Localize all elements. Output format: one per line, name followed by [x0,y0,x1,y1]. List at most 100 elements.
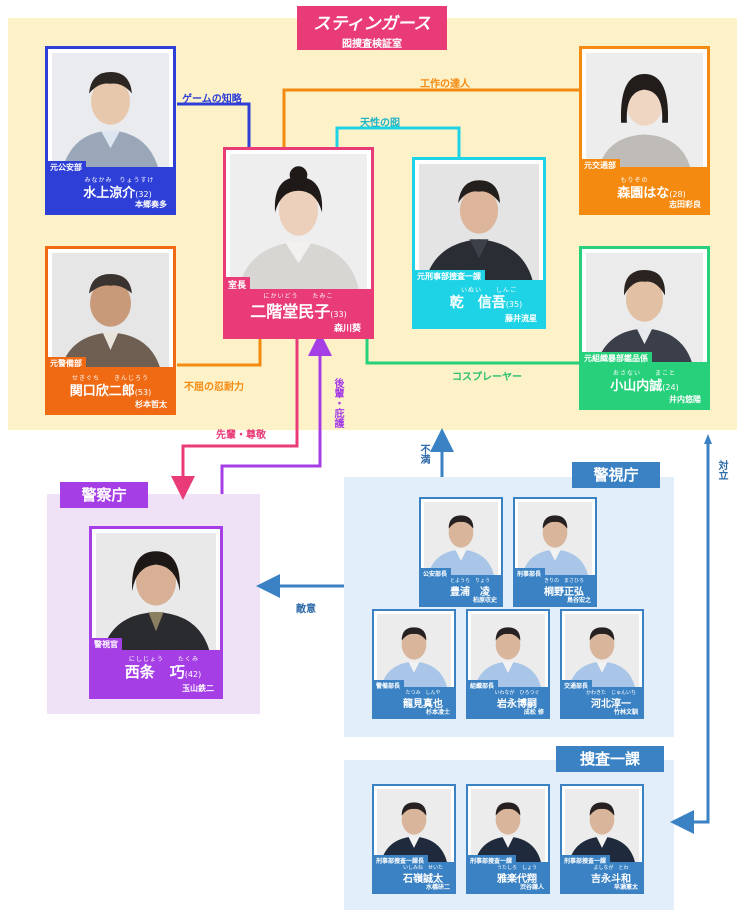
actor: 渋谷謙人 [519,884,544,891]
stingers-subtitle: 囮捜査検証室 [342,39,402,50]
label-fukutsu: 不屈の忍耐力 [184,382,244,393]
keishicho-title: 警視庁 [572,462,660,488]
photo [96,533,216,657]
photo [565,614,639,690]
actor: 玉山鉄二 [182,684,214,693]
name: 水上涼介(32) [83,186,152,201]
namebar: 室長 にかいどう たみこ 二階堂民子(33) 森川葵 [226,277,371,336]
name: 小山内誠(24) [610,379,679,394]
name: 桐野正弘 [544,587,584,598]
card-nikaido: 室長 にかいどう たみこ 二階堂民子(33) 森川葵 [223,147,374,339]
photo [419,164,539,286]
card-iwanaga: 組織部長 いわなが ひろつぐ 岩永博嗣 成松 修 [466,609,550,719]
card-tatsumi: 警備部長 たつみ しんや 龍見真也 杉本凌士 [372,609,456,719]
role-badge: 元警備部 [48,357,86,370]
namebar: 元組織暴部鑑品係 おさない まこと 小山内誠(24) 井内悠陽 [582,352,707,407]
name: 雅楽代翔 [497,874,537,885]
photo [565,789,639,865]
photo [586,253,703,368]
photo [424,502,498,578]
ruby: みなかみ りょうすけ [84,177,155,184]
namebar: 刑事部捜査一課 うたしろ しょう 雅楽代翔 渋谷謙人 [468,855,548,892]
role-badge: 警視官 [92,638,122,651]
namebar: 交通部長 かわきた じゅんいち 河北淳一 竹林文馴 [562,680,642,717]
name: 龍見真也 [403,699,443,710]
actor: 志田彩良 [669,200,701,209]
sousa-title: 捜査一課 [556,746,664,772]
ruby: にかいどう たみこ [263,293,334,300]
line-senpai [171,338,299,500]
label-taiko: 対立 [716,460,727,480]
ruby: にしじょう たくみ [128,656,200,663]
actor: 水橋研二 [425,884,450,891]
label-senpai: 先輩・尊敬 [216,430,266,441]
name: 関口欣二郎(53) [69,384,152,399]
name: 石嶺誠太 [403,874,443,885]
actor: 鳥谷宏之 [566,597,591,604]
photo [471,614,545,690]
namebar: 刑事部長 きりの まさひろ 桐野正弘 鳥谷宏之 [515,568,595,605]
label-game: ゲームの知略 [182,94,242,105]
ruby: とようら りょう [449,578,490,584]
card-yoshinaga: 刑事部捜査一課 よしなが とわ 吉永斗和 早瀬憲太 [560,784,644,894]
card-kirino: 刑事部長 きりの まさひろ 桐野正弘 鳥谷宏之 [513,497,597,607]
actor: 藤井流星 [505,314,537,323]
ruby: かわきた じゅんいち [585,690,636,696]
name: 乾 信吾(35) [449,295,523,311]
photo [471,789,545,865]
card-koyama: 元組織暴部鑑品係 おさない まこと 小山内誠(24) 井内悠陽 [579,246,710,410]
photo [586,53,703,173]
keisatsucho-title: 警察庁 [60,482,148,508]
photo [377,614,451,690]
namebar: 刑事部捜査一課長 いしみね せいた 石嶺誠太 水橋研二 [374,855,454,892]
card-sekiguchi: 元警備部 せきぐち きんじろう 関口欣二郎(53) 杉本哲太 [45,246,176,415]
role-badge: 元組織暴部鑑品係 [582,352,652,365]
label-cosplay: コスプレーヤー [452,372,522,383]
name: 河北淳一 [591,699,631,710]
photo [518,502,592,578]
line-fukutsu [177,338,262,367]
stingers-title-box: スティンガース 囮捜査検証室 [297,6,447,50]
line-cosplay [365,338,579,365]
name: 西条 巧(42) [124,663,202,681]
namebar: 元交通部 もりぞの 森園はな(28) 志田彩良 [582,159,707,212]
line-kouhai [220,332,332,494]
role-badge: 公安部長 [421,568,452,579]
role-badge: 刑事部捜査一課 [562,855,611,866]
ruby: きりの まさひろ [543,578,584,584]
card-gaku: 刑事部捜査一課 うたしろ しょう 雅楽代翔 渋谷謙人 [466,784,550,894]
actor: 早瀬憲太 [613,884,638,891]
role-badge: 室長 [226,277,251,292]
namebar: 刑事部捜査一課 よしなが とわ 吉永斗和 早瀬憲太 [562,855,642,892]
role-badge: 刑事部長 [515,568,546,579]
actor: 本郷奏多 [135,200,167,209]
namebar: 警視官 にしじょう たくみ 西条 巧(42) 玉山鉄二 [92,638,220,696]
name: 岩永博嗣 [497,699,537,710]
role-badge: 刑事部捜査一課長 [374,855,429,866]
role-badge: 警備部長 [374,680,405,691]
ruby: たつみ しんや [405,690,441,696]
namebar: 元公安部 みなかみ りょうすけ 水上涼介(32) 本郷奏多 [48,161,173,212]
name: 二階堂民子(33) [250,302,347,321]
line-kousaku [282,88,579,148]
ruby: うたしろ しょう [496,865,537,871]
role-badge: 元刑事部捜査一課 [415,270,485,283]
card-ishimine: 刑事部捜査一課長 いしみね せいた 石嶺誠太 水橋研二 [372,784,456,894]
stingers-title: スティンガース [313,14,431,34]
ruby: せきぐち きんじろう [71,375,149,382]
role-badge: 元交通部 [582,159,620,172]
ruby: もりぞの [620,177,649,184]
label-tensei: 天性の囮 [360,118,400,129]
role-badge: 組織部長 [468,680,499,691]
actor: 杉本哲太 [135,400,167,409]
actor: 柏原収史 [472,597,497,604]
actor: 杉本凌士 [425,709,450,716]
card-inui: 元刑事部捜査一課 いぬい しんご 乾 信吾(35) 藤井流星 [412,157,546,329]
actor: 森川葵 [333,324,361,334]
label-kousaku: 工作の達人 [420,79,470,90]
label-tekii: 敵意 [296,604,316,615]
ruby: よしなが とわ [593,865,629,871]
photo [52,53,169,173]
ruby: いぬい しんご [460,287,517,294]
